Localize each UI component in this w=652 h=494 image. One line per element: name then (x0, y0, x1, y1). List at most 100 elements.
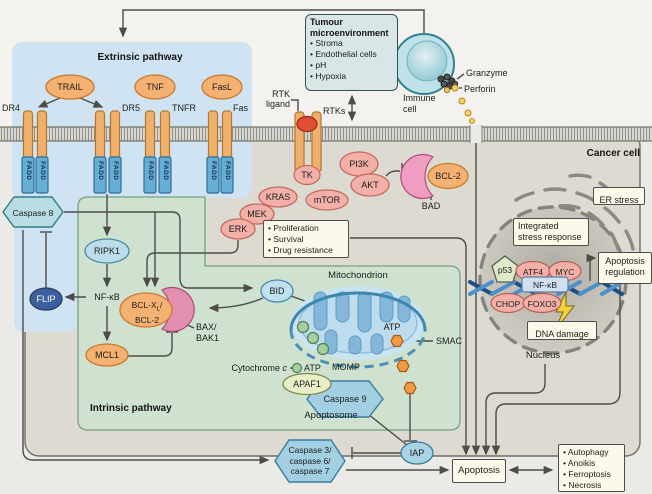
momp-label: MOMP (332, 362, 360, 372)
casp7-line: caspase 7 (290, 466, 330, 476)
atf4-label: ATF4 (522, 267, 544, 277)
tme-bullet: Endothelial cells (310, 49, 393, 60)
bid-label: BID (269, 286, 285, 296)
ligand-ovals (45, 74, 243, 100)
rtk-ligand-shape (296, 115, 318, 133)
p53-label: p53 (497, 265, 513, 275)
atp-smac-label: ATP (383, 322, 401, 332)
tnfr-label: TNFR (172, 103, 196, 113)
bid-node (260, 279, 294, 303)
baxbak-label-line2: BAK1 (196, 333, 220, 343)
myc-label: MYC (555, 267, 575, 277)
effect-bullet: Survival (268, 234, 344, 245)
fasl-node (201, 74, 243, 100)
pi3k-label: PI3K (349, 159, 369, 169)
connector-lines (22, 9, 621, 475)
bclxl-bcl2-node (119, 292, 173, 328)
dna-damage-label: DNA damage (535, 329, 589, 339)
bcl2-node (427, 162, 469, 190)
atp-cytc-label: ATP (304, 363, 321, 373)
outcome-bullet: Ferroptosis (563, 469, 620, 480)
nfkb-nuclear-label: NF-κB (532, 280, 558, 290)
isr-line2: stress response (518, 232, 582, 242)
immune-cell-label-line2: cell (403, 104, 417, 114)
fadd-label: FADD (112, 161, 119, 181)
cytochrome-c-dots (291, 320, 330, 374)
cancer-cell-label: Cancer cell (586, 148, 640, 159)
caspase367-node (274, 439, 346, 483)
erk-node (220, 218, 256, 240)
fadd-label: FADD (25, 161, 32, 181)
bclxl-bcl2-label: BCL-XL/BCL-2 (120, 300, 174, 326)
intrinsic-panel (77, 196, 461, 431)
fadd-label: FADD (39, 161, 46, 181)
bcl2-label: BCL-2 (435, 171, 461, 181)
bclxl-slash: / (160, 300, 163, 310)
apop-reg-line1: Apoptosis (605, 256, 645, 266)
mitochondrion-label: Mitochondrion (328, 270, 388, 281)
immune-cell-label-line1: Immune (403, 93, 436, 103)
perforin-pore (470, 125, 482, 143)
nucleus-label: Nucleus (525, 350, 561, 361)
outcome-bullet: Autophagy (563, 447, 620, 458)
fadd-label: FADD (162, 161, 169, 181)
fadd-label: FADD (147, 161, 154, 181)
caspase8-label: Caspase 8 (12, 208, 54, 218)
chop-label: CHOP (495, 299, 521, 309)
rtk-receptor (293, 111, 322, 186)
bad-label: BAD (421, 201, 441, 211)
transcription-factor-nodes (490, 260, 582, 314)
perforin-dots (451, 84, 475, 124)
immune-to-extrinsic-arrow (118, 9, 425, 38)
kras-label: KRAS (265, 192, 291, 202)
mtor-node (305, 189, 349, 211)
tme-bullet: Hypoxia (310, 71, 393, 82)
caspase367-label: Caspase 3/caspase 6/caspase 7 (280, 445, 340, 477)
tme-title-line2: microenvironment (310, 27, 389, 38)
apoptosis-box: Apoptosis (452, 459, 506, 483)
ripk1-node (84, 238, 130, 264)
tme-bullet: Stroma (310, 38, 393, 49)
dr5-label: DR5 (122, 103, 141, 113)
effect-bullet: Proliferation (268, 223, 344, 234)
fadd-label: FADD (97, 161, 104, 181)
perforin-label: Perforin (464, 84, 496, 94)
tumour-microenvironment-box: Tumour microenvironment Stroma Endotheli… (305, 14, 398, 91)
trail-node (45, 74, 95, 100)
rtks-label: RTKs (323, 106, 346, 116)
mcl1-node (85, 343, 129, 367)
extrinsic-pathway-title: Extrinsic pathway (97, 52, 183, 63)
intrinsic-pathway-title: Intrinsic pathway (90, 403, 172, 414)
apaf1-node (282, 372, 332, 396)
outcome-bullet: Anoikis (563, 458, 620, 469)
tnf-label: TNF (146, 82, 164, 92)
death-receptors (21, 110, 234, 194)
smac-hexagons (390, 334, 417, 395)
akt-label: AKT (361, 180, 379, 190)
outcomes-box: Autophagy Anoikis Ferroptosis Necrosis (558, 444, 625, 492)
akt-node (350, 173, 390, 197)
mek-node (239, 203, 275, 225)
mek-label: MEK (247, 209, 267, 219)
dr4-label: DR4 (2, 103, 21, 113)
rtk-ligand-label-line2: ligand (265, 99, 290, 109)
apoptosis-regulation-box: Apoptosis regulation (598, 252, 652, 284)
bclxl-text: BCL-X (131, 300, 157, 310)
nfkb-nuclear-node (521, 276, 569, 293)
caspase8-node (2, 196, 64, 228)
iap-label: IAP (409, 448, 425, 458)
effect-bullet: Drug resistance (268, 245, 344, 256)
flip-label: FLIP (36, 294, 56, 304)
bad-crescent (400, 153, 434, 200)
cytc-italic: c (282, 363, 288, 373)
proliferation-effects-box: Proliferation Survival Drug resistance (263, 220, 349, 258)
nfkb-label: NF-κB (94, 292, 120, 302)
tme-title-line1: Tumour (310, 17, 343, 27)
tme-bullet: pH (310, 60, 393, 71)
apaf1-label: APAF1 (293, 379, 321, 389)
apoptosome-label: Apoptosome (304, 410, 358, 421)
tk-label: TK (301, 170, 313, 180)
momp-dashed-membrane (289, 329, 427, 369)
er-stress-label: ER stress (599, 195, 639, 205)
